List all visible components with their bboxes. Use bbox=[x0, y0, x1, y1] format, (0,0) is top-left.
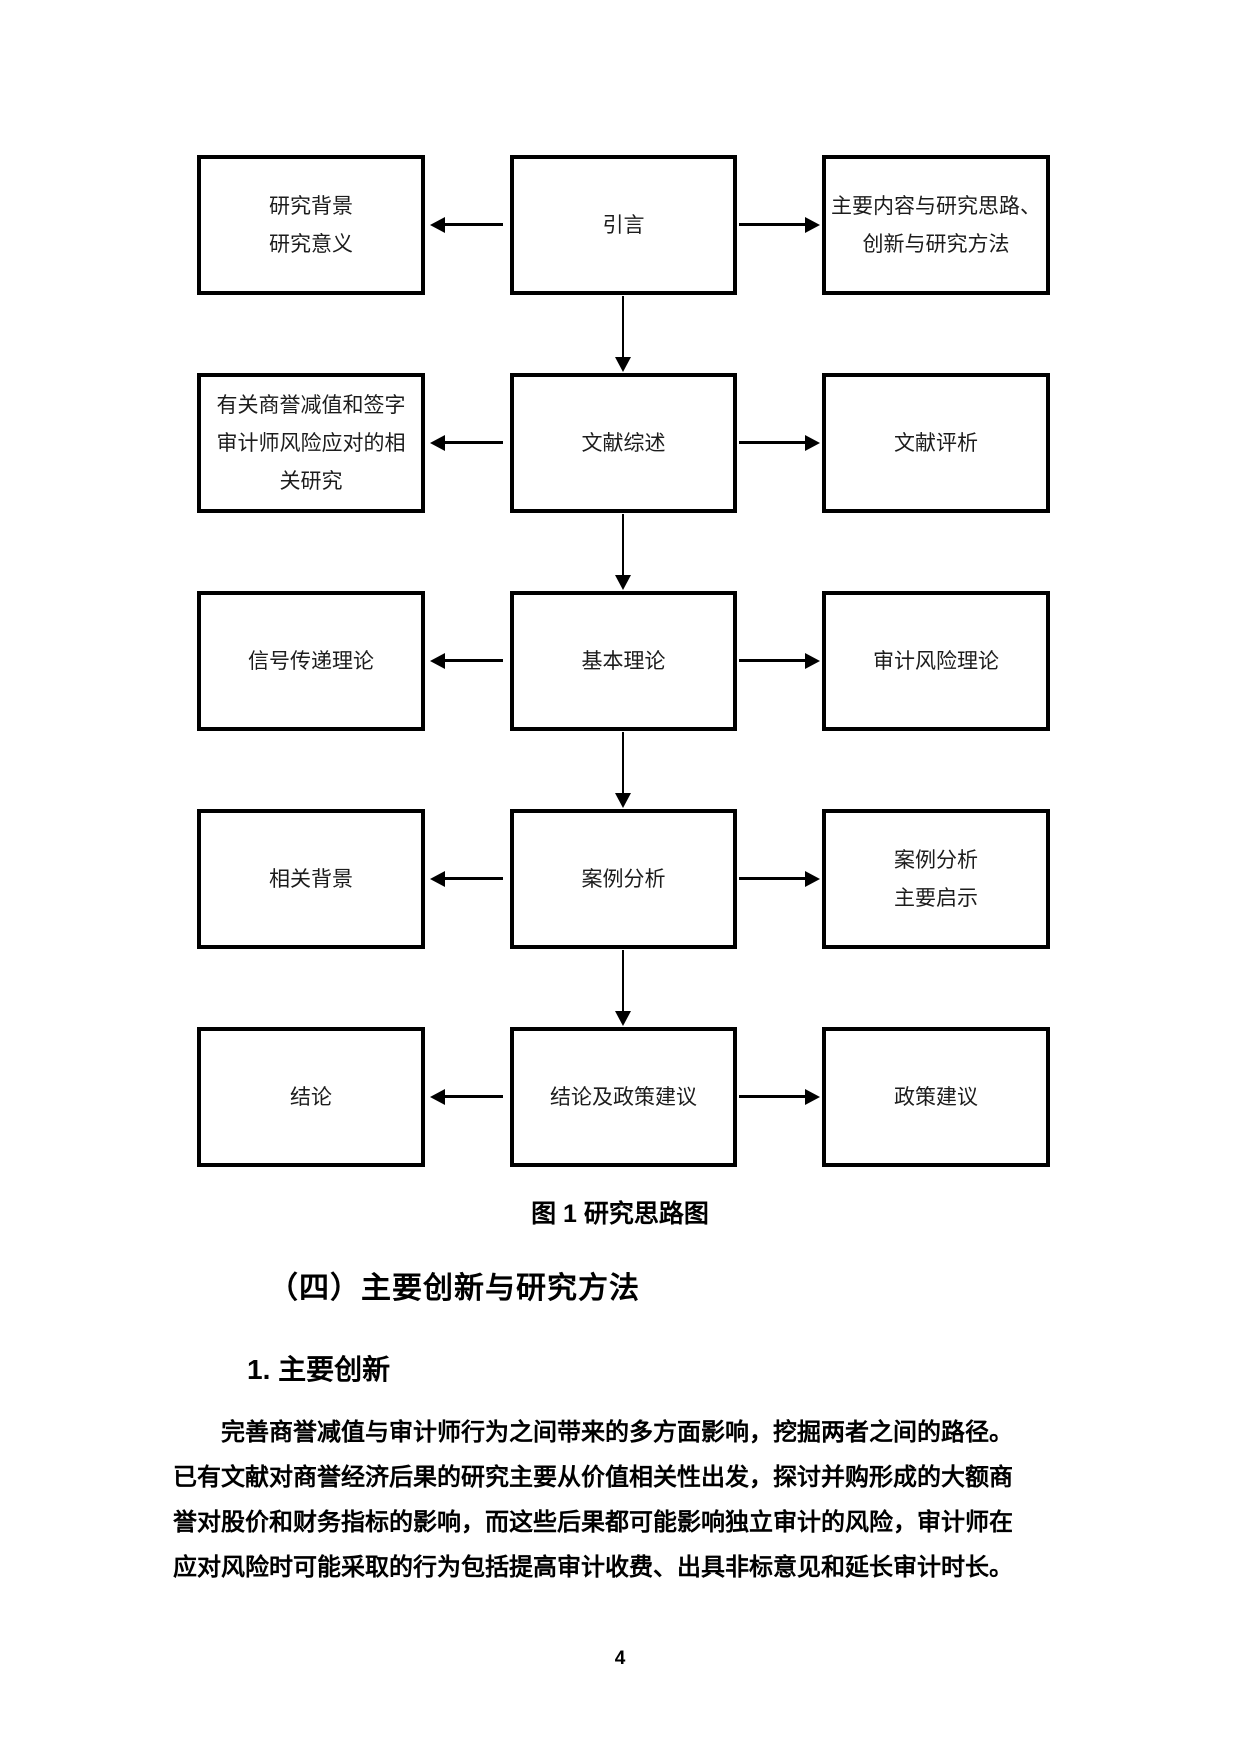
arrow-down-row1-row2-icon bbox=[615, 296, 631, 372]
subsection-heading: 1. 主要创新 bbox=[247, 1354, 391, 1385]
arrow-down-row4-row5-icon bbox=[615, 950, 631, 1026]
paragraph-line: 已有文献对商誉经济后果的研究主要从价值相关性出发，探讨并购形成的大额商 bbox=[173, 1464, 1013, 1491]
flow-box-signaling-theory: 信号传递理论 bbox=[197, 591, 425, 731]
arrow-right-row3-icon bbox=[739, 653, 820, 669]
flow-box-case-analysis: 案例分析 bbox=[510, 809, 737, 949]
page-number: 4 bbox=[614, 1648, 626, 1669]
arrow-right-row5-icon bbox=[739, 1089, 820, 1105]
flow-box-audit-risk-theory: 审计风险理论 bbox=[822, 591, 1050, 731]
flow-box-conclusion-policy: 结论及政策建议 bbox=[510, 1027, 737, 1167]
arrow-left-row2-icon bbox=[430, 435, 508, 451]
arrow-left-row4-icon bbox=[430, 871, 508, 887]
flow-box-literature-review: 文献综述 bbox=[510, 373, 737, 513]
figure-caption: 图 1 研究思路图 bbox=[531, 1200, 709, 1228]
research-flow-diagram: 研究背景 研究意义 引言 主要内容与研究思路、 创新与研究方法 有关商誉减值和签… bbox=[197, 155, 1050, 1167]
arrow-right-row1-icon bbox=[739, 217, 820, 233]
arrow-left-row1-icon bbox=[430, 217, 508, 233]
flow-box-introduction: 引言 bbox=[510, 155, 737, 295]
flow-box-policy-suggestions: 政策建议 bbox=[822, 1027, 1050, 1167]
arrow-left-row5-icon bbox=[430, 1089, 508, 1105]
flow-box-conclusion: 结论 bbox=[197, 1027, 425, 1167]
flow-box-background-significance: 研究背景 研究意义 bbox=[197, 155, 425, 295]
flow-box-basic-theory: 基本理论 bbox=[510, 591, 737, 731]
arrow-left-row3-icon bbox=[430, 653, 508, 669]
flow-box-case-insights: 案例分析 主要启示 bbox=[822, 809, 1050, 949]
paragraph-line: 应对风险时可能采取的行为包括提高审计收费、出具非标意见和延长审计时长。 bbox=[173, 1554, 1013, 1581]
paragraph-line: 誉对股价和财务指标的影响，而这些后果都可能影响独立审计的风险，审计师在 bbox=[173, 1509, 1013, 1536]
arrow-right-row4-icon bbox=[739, 871, 820, 887]
flow-box-related-background: 相关背景 bbox=[197, 809, 425, 949]
arrow-down-row2-row3-icon bbox=[615, 514, 631, 590]
flow-box-main-content-methods: 主要内容与研究思路、 创新与研究方法 bbox=[822, 155, 1050, 295]
arrow-right-row2-icon bbox=[739, 435, 820, 451]
arrow-down-row3-row4-icon bbox=[615, 732, 631, 808]
body-paragraph: 完善商誉减值与审计师行为之间带来的多方面影响，挖掘两者之间的路径。 已有文献对商… bbox=[173, 1410, 1100, 1590]
section-heading: （四）主要创新与研究方法 bbox=[268, 1272, 640, 1305]
paragraph-line: 完善商誉减值与审计师行为之间带来的多方面影响，挖掘两者之间的路径。 bbox=[221, 1419, 1013, 1446]
flow-box-literature-evaluation: 文献评析 bbox=[822, 373, 1050, 513]
flow-box-related-research: 有关商誉减值和签字 审计师风险应对的相 关研究 bbox=[197, 373, 425, 513]
